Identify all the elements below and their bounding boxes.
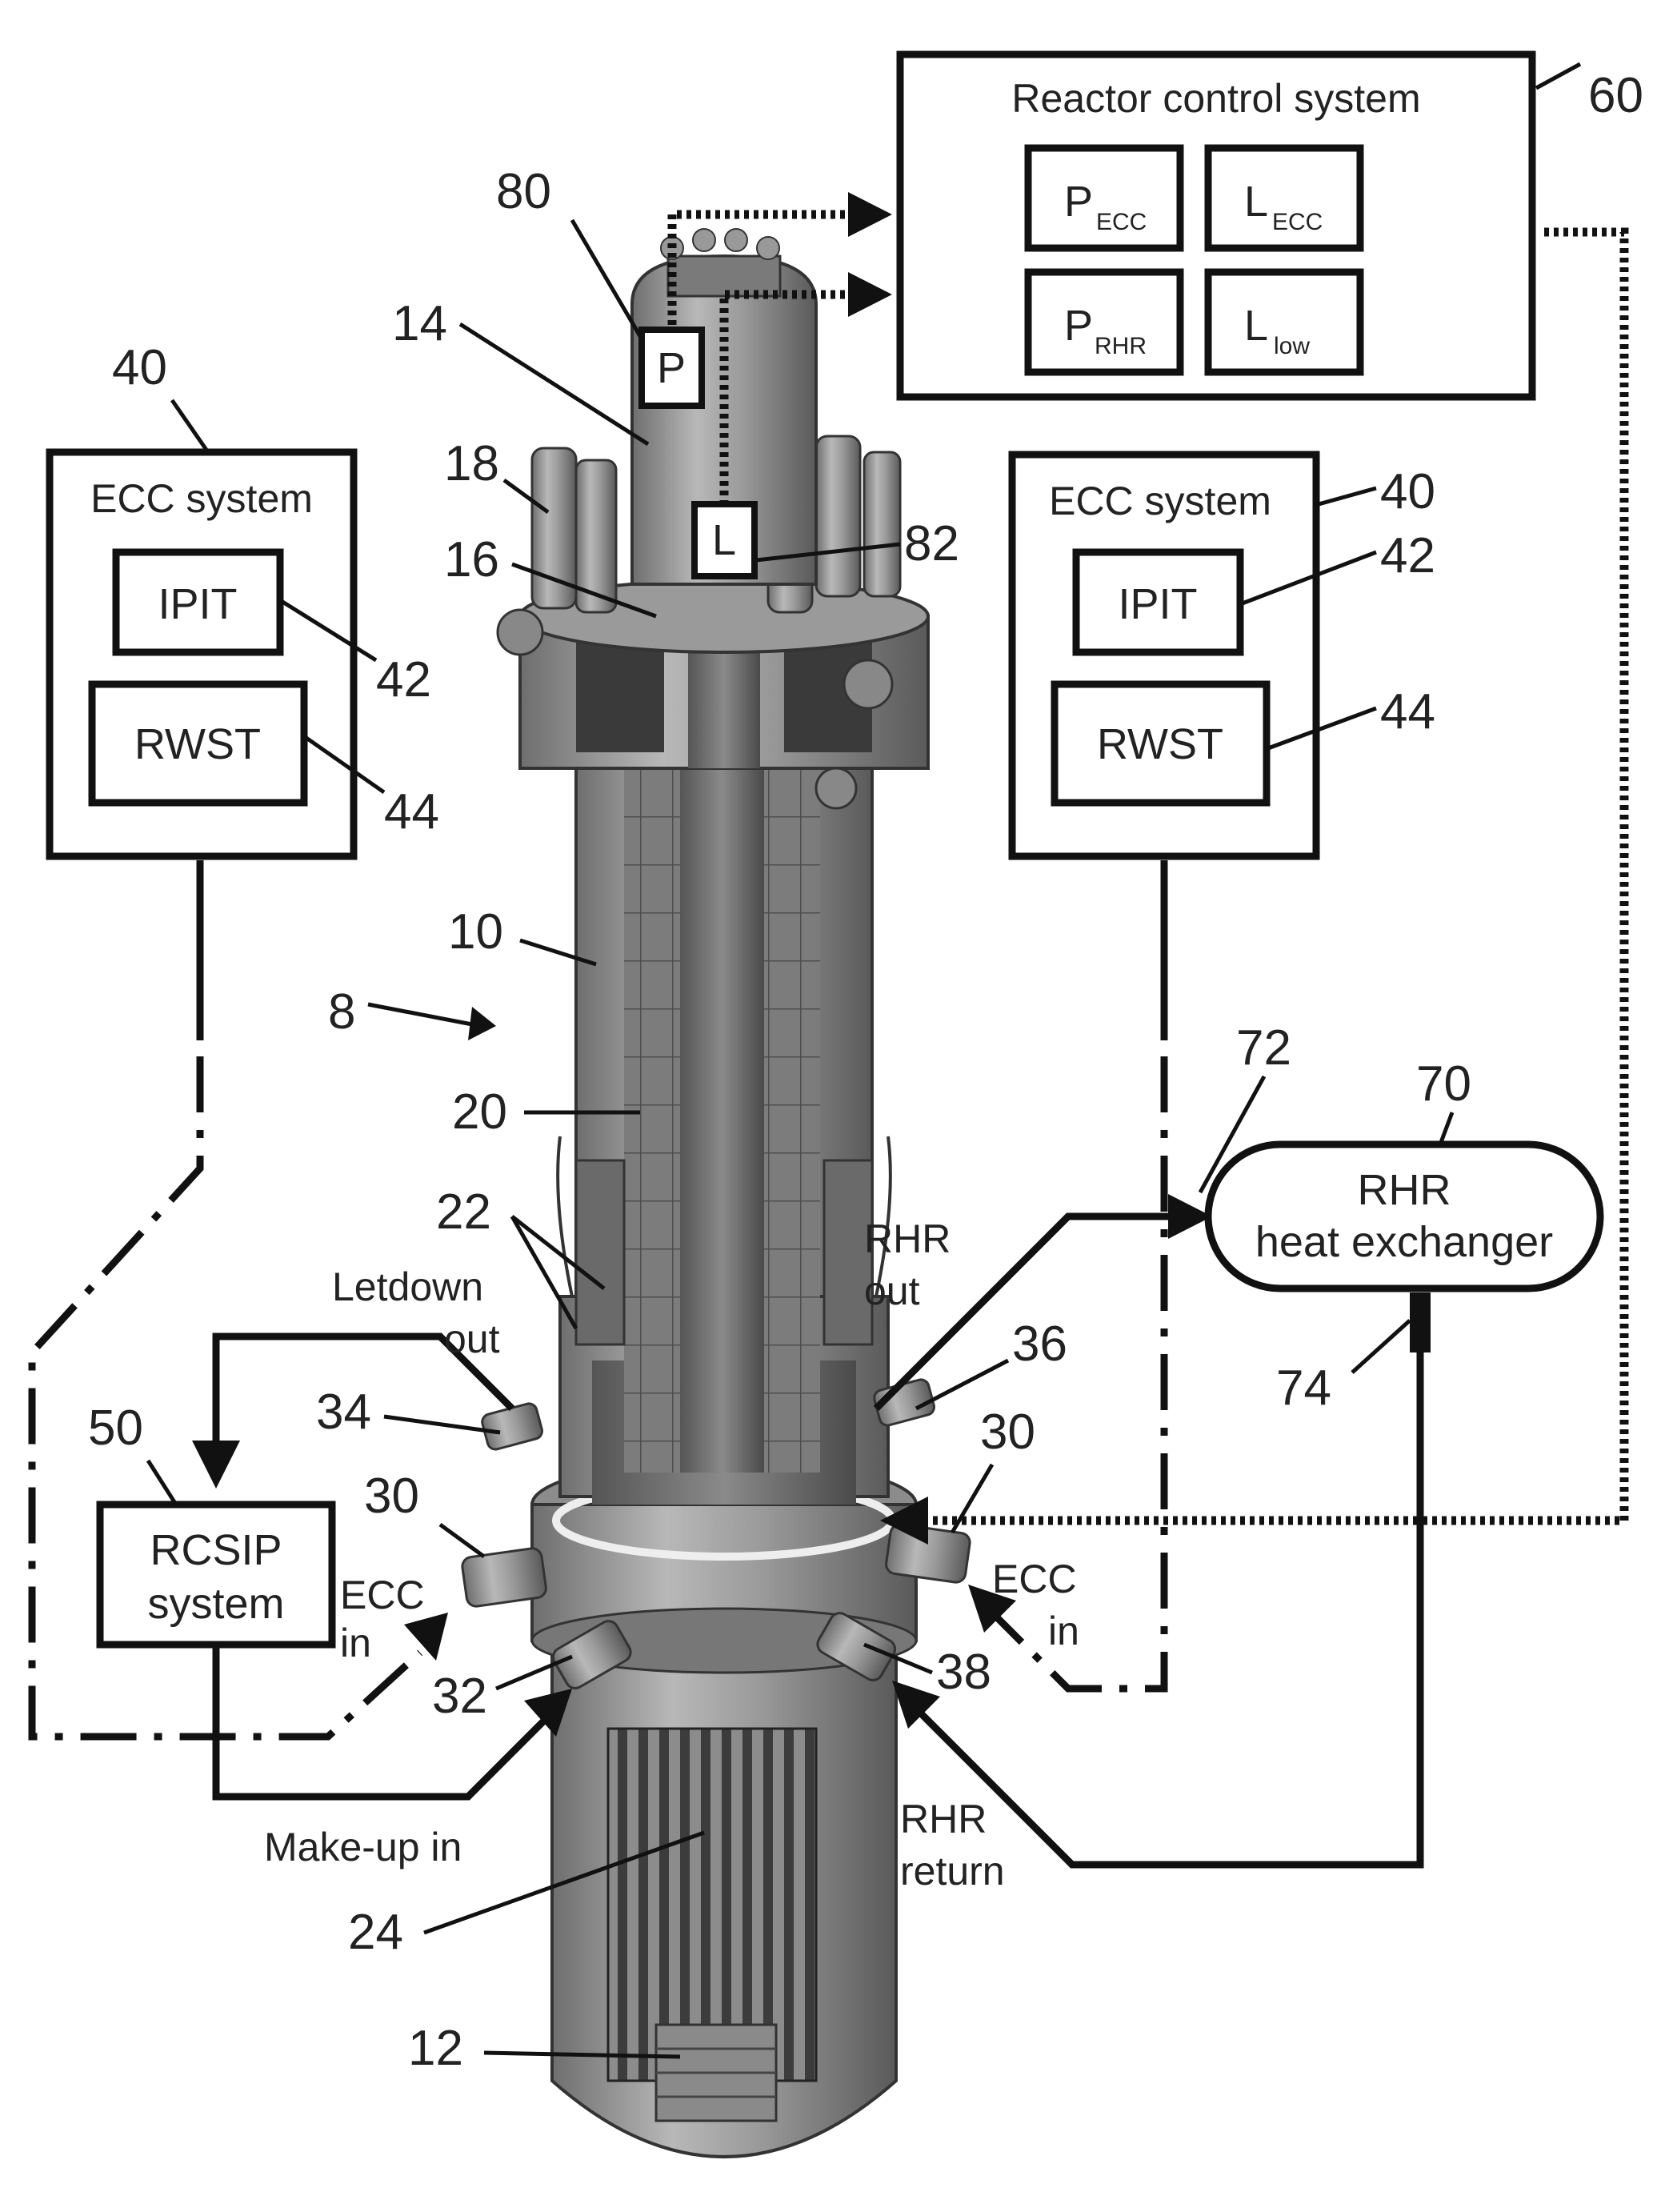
makeup-line [216,1645,544,1797]
label-refs-r32: 32 [432,1669,487,1724]
label-ecc-right-ipit: IPIT [1118,580,1197,628]
label-flows-rhr-out2: out [864,1268,920,1313]
label-ecc-right-rwst: RWST [1097,720,1223,768]
label-refs-r38: 38 [936,1645,991,1700]
arrow-head [848,192,892,237]
reactor-control-system: Reactor control system P ECC L ECC P RHR… [900,54,1532,397]
label-refs-r12: 12 [408,2021,463,2076]
label-ecc-left-rwst: RWST [134,720,261,768]
label-rhr-hx-ref: 70 [1416,1056,1471,1112]
level-sensor: L [694,504,754,576]
label-rcsip-line2: system [147,1580,284,1628]
label-flows-ecc-in-l1: ECC [340,1573,425,1617]
label-refs-r18: 18 [444,436,499,491]
arrow-head [404,1613,448,1661]
control-title: Reactor control system [1011,76,1420,121]
label-control-p-rhr: P [1064,302,1093,350]
label-flows-letdown1: Letdown [332,1264,483,1309]
label-refs-r10: 10 [448,904,503,960]
label-ecc-right-ref: 40 [1380,464,1435,519]
arrow-head [848,272,892,317]
label-flows-ecc-in-r1: ECC [992,1557,1077,1601]
label-refs-r8: 8 [328,984,355,1040]
arrow-head [192,1441,240,1489]
label-flows-ecc-in-l2: in [340,1621,371,1665]
label-refs-r24: 24 [348,1905,403,1960]
label-ecc-left-ipit: IPIT [158,580,237,628]
label-rcsip-ref: 50 [88,1401,143,1456]
label-sensors-pressure-ref: 80 [496,164,551,219]
label-rhr-hx-outlet-ref: 74 [1276,1360,1331,1416]
rcsip-system: RCSIP system [100,1505,332,1645]
label-flows-rhr-out1: RHR [864,1216,951,1261]
label-sensors-level: L [712,516,736,564]
label-refs-r36: 36 [1012,1316,1067,1372]
ref-60: 60 [1588,68,1643,123]
label-ecc-right-ipit-ref: 42 [1380,528,1435,583]
label-ecc-left-rwst-ref: 44 [384,784,439,840]
label-rhr-hx-line1: RHR [1358,1166,1451,1214]
label-rhr-hx-line2: heat exchanger [1255,1218,1553,1266]
label-sensors-pressure: P [657,344,686,392]
rhr-heat-exchanger: RHR heat exchanger [1208,1144,1600,1288]
label-ecc-right-title: ECC system [1049,479,1271,523]
label-flows-rhr-return1: RHR [900,1797,987,1841]
label-control-l-low: L [1244,302,1268,350]
label-ecc-left-ref: 40 [112,340,167,395]
label-refs-r20: 20 [452,1084,507,1140]
label-ecc-left-ipit-ref: 42 [376,652,431,707]
label-refs-r16: 16 [444,532,499,587]
label-control-l-ecc-sub: ECC [1272,209,1323,235]
ecc-system-right: ECC system IPIT RWST [1012,455,1316,856]
label-rcsip-line1: RCSIP [150,1526,282,1574]
label-control-p-ecc: P [1064,178,1093,226]
label-refs-r34: 34 [316,1385,371,1440]
label-sensors-level-ref: 82 [904,516,959,571]
label-control-l-low-sub: low [1274,333,1310,359]
label-control-p-ecc-sub: ECC [1096,209,1147,235]
pressure-sensor: P [642,330,702,406]
label-ecc-right-rwst-ref: 44 [1380,684,1435,739]
label-flows-ecc-in-r2: in [1048,1609,1079,1653]
label-refs-r14: 14 [392,296,447,351]
label-control-p-rhr-sub: RHR [1095,333,1147,359]
label-rhr-hx-inlet-ref: 72 [1236,1020,1291,1076]
label-control-l-ecc: L [1244,178,1268,226]
label-ecc-left-title: ECC system [90,476,313,521]
label-refs-r22: 22 [436,1184,491,1240]
label-flows-rhr-return2: return [900,1849,1005,1893]
rhr-outlet-nozzle [1410,1292,1431,1352]
label-flows-makeup: Make-up in [264,1825,462,1869]
label-refs-r30b: 30 [980,1405,1035,1460]
label-flows-letdown2: out [444,1316,500,1361]
label-refs-r30a: 30 [364,1469,419,1524]
ecc-system-left: ECC system IPIT RWST [50,452,354,856]
